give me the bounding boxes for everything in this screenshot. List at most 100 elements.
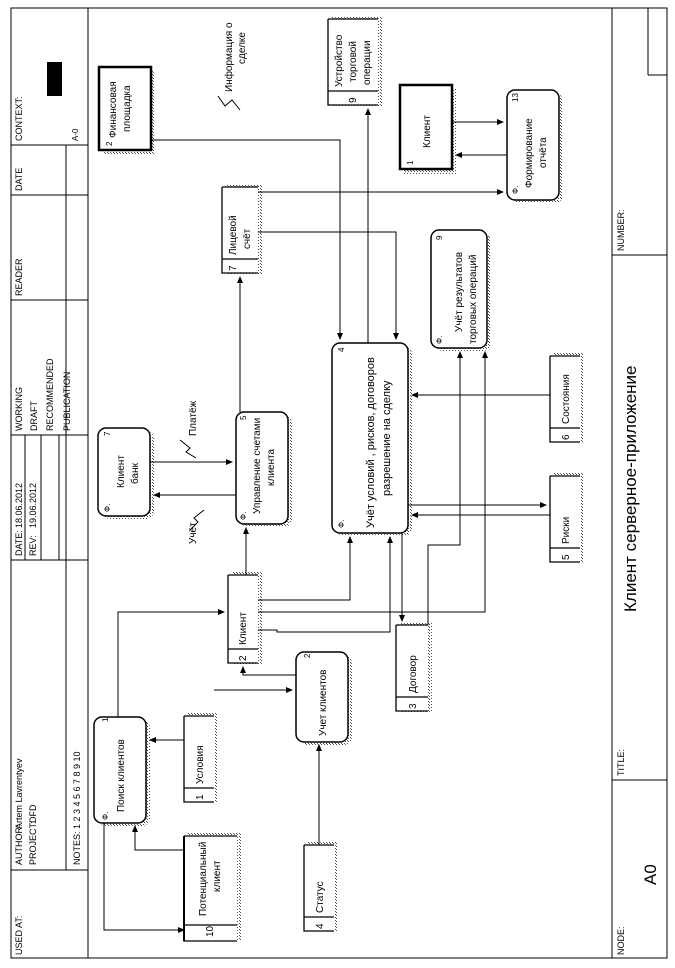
store-contract-num: 3 [408,703,419,709]
process-results-ref: Ф. [435,336,444,344]
store-client-label: Клиент [238,612,249,645]
store-potential[interactable] [183,833,241,942]
process-bank-label-2: банк [129,462,141,484]
date-value: 18.06.2012 [14,483,24,528]
store-personal-label-1: Лицевой [228,215,239,255]
rev-label: REV: [28,535,38,556]
store-contract-label: Договор [408,655,419,693]
status-publication: PUBLICATION [62,372,72,431]
store-labels: 10 Потенциальный клиент 1 Условия 2 Клие… [195,34,572,937]
number-label: NUMBER: [616,209,626,251]
process-bank-label-1: Клиент [116,455,127,488]
external-fin-label-1: Финансовая [108,81,119,138]
footer-text: NODE: A0 TITLE: Клиент серверное-приложе… [616,209,660,955]
store-client-num: 2 [238,655,249,661]
flow-label-deal-info-1: Информация о [223,22,235,92]
status-recommended: RECOMMENDED [45,358,55,431]
process-terms-label-2: разрешение на сделку [381,380,393,496]
reader-label: READER [14,258,24,296]
date-column-label: DATE [14,168,24,191]
store-conditions-num: 1 [195,794,206,800]
process-results[interactable] [430,229,491,351]
used-at-label: USED AT: [14,916,24,955]
process-terms[interactable] [331,342,412,536]
process-accounting-label: Учет клиентов [318,670,329,736]
store-conditions[interactable] [183,713,218,803]
title-label: TITLE: [616,749,626,776]
process-bank-ref: Ф. [103,504,112,512]
store-device[interactable] [327,16,382,106]
node-value: A0 [641,864,660,885]
process-search[interactable] [93,716,150,826]
store-personal-num: 7 [228,265,239,271]
process-report-label-2: отчёта [538,137,549,168]
external-client-label: Клиент [422,115,433,148]
external-labels: 2 Финансовая площадка 1 Клиент [105,81,433,165]
process-report-num: 13 [511,93,520,102]
store-device-label-3: операции [362,40,373,85]
external-fin[interactable] [97,65,155,155]
process-bank[interactable] [97,427,154,519]
process-accounts-num: 5 [239,415,248,420]
store-potential-label-1: Потенциальный [198,842,209,916]
process-results-label-2: торговых операций [468,255,479,344]
store-personal-label-2: счёт [242,228,253,249]
process-search-label: Поиск клиентов [116,739,127,812]
process-terms-num: 4 [337,347,346,352]
page-frame [10,7,668,959]
process-accounts[interactable] [235,411,292,527]
external-client[interactable] [398,83,456,174]
flow-label-payment: Платёж [188,400,199,436]
flow-label-accounting: Учёт [188,522,199,544]
flow-arrows [103,95,550,933]
status-working: WORKING [14,387,24,431]
notes-label: NOTES: 1 2 3 4 5 6 7 8 9 10 [72,751,82,865]
header-text: USED AT: AUTHOR: Artem Lavrentyev PROJEC… [14,96,82,955]
process-report[interactable] [506,89,563,203]
process-bank-num: 7 [103,431,112,436]
process-terms-ref: Ф. [337,520,346,528]
store-risks[interactable] [549,473,584,563]
process-report-ref: Ф. [511,186,520,194]
store-states[interactable] [549,353,584,443]
process-accounting-num: 2 [303,653,312,658]
diagram-title: Клиент серверное-приложение [621,366,640,612]
author-label: AUTHOR: [14,825,24,866]
node-id: A-0 [71,128,80,141]
context-label: CONTEXT: [14,96,24,141]
store-conditions-label: Условия [195,745,206,784]
store-risks-label: Риски [561,517,572,544]
node-label: NODE: [616,926,626,955]
store-personal[interactable] [221,184,262,274]
flow-labels: Информация о сделке Платёж Учёт [188,22,248,544]
store-device-label-1: Устройство [334,34,345,87]
process-search-ref: Ф. [101,812,110,820]
status-draft: DRAFT [29,401,39,431]
process-accounts-label-2: клиента [266,449,277,486]
store-contract[interactable] [395,622,432,712]
context-thumbnail [47,62,62,96]
process-labels: Ф. 1 Поиск клиентов 2 Учет клиентов Ф. 5… [101,93,549,820]
process-accounting[interactable] [295,651,352,745]
date-label: DATE: [14,530,24,556]
store-states-label: Состояния [561,374,572,424]
header-block [11,144,88,871]
process-search-num: 1 [101,717,110,722]
flow-label-deal-info-2: сделке [237,32,248,64]
process-terms-label-1: Учёт условий , рисков, договоров [365,357,377,528]
process-results-num: 9 [435,235,444,240]
store-device-label-2: торговой [348,41,359,82]
store-device-num: 9 [348,97,359,103]
process-results-label-1: Учёт результатов [454,252,465,332]
store-client[interactable] [227,572,262,664]
process-accounts-ref: Ф. [239,512,248,520]
store-risks-num: 5 [561,554,572,560]
store-potential-label-2: клиент [212,860,223,892]
external-fin-num: 2 [105,141,114,146]
external-client-num: 1 [406,160,415,165]
store-status-num: 4 [315,923,326,929]
store-status[interactable] [303,842,338,932]
rev-value: 19.06.2012 [28,483,38,528]
